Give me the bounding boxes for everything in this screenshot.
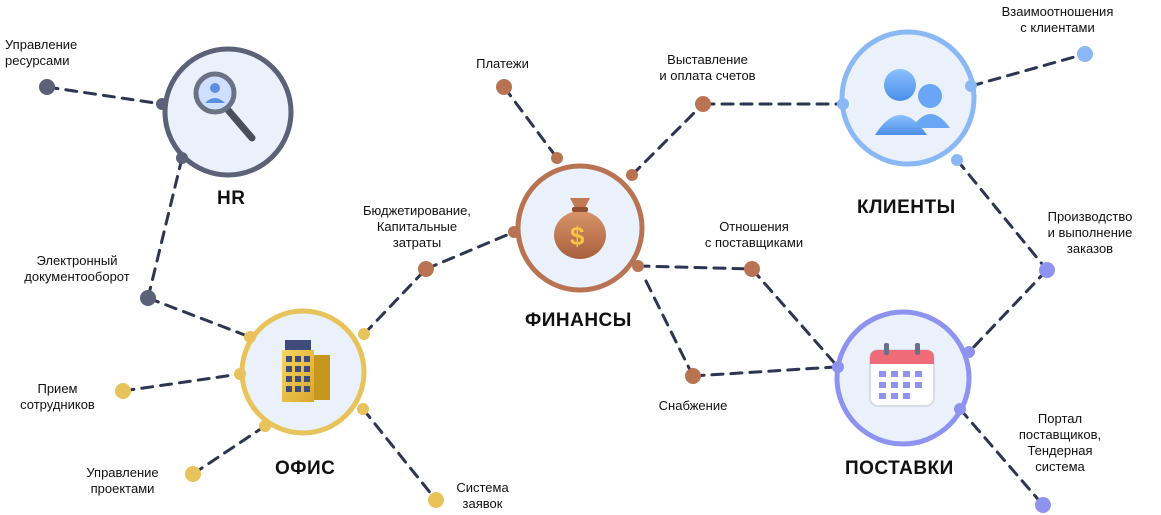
node-dot-requests xyxy=(428,492,444,508)
label-projects: Управление проектами xyxy=(86,465,159,496)
connector-finance-supplier-relations xyxy=(636,264,754,271)
connector-finance-procurement xyxy=(644,279,695,378)
label-edo: Электронный документооборот xyxy=(24,253,130,284)
connector-procurement-supply xyxy=(691,365,837,378)
svg-text:$: $ xyxy=(570,221,585,251)
connector-finance-invoicing xyxy=(630,102,705,177)
node-dot-production xyxy=(1039,262,1055,278)
hub-finance: $ xyxy=(515,163,645,293)
hub-office xyxy=(239,308,367,436)
connector-office-budgeting xyxy=(362,267,428,336)
node-dot-supplier-portal xyxy=(1035,497,1051,513)
label-supplier-portal: Портал поставщиков, Тендерная система xyxy=(1018,411,1102,474)
node-dot-budgeting xyxy=(418,261,434,277)
connector-hr-office xyxy=(146,156,184,300)
magnifier-person-icon xyxy=(193,71,256,142)
node-dot-projects xyxy=(185,466,201,482)
endpoint-nodes xyxy=(39,46,1093,513)
label-requests: Система заявок xyxy=(456,480,509,511)
connector-office-hiring xyxy=(121,372,242,393)
node-dot-invoicing xyxy=(695,96,711,112)
hub-label-office: ОФИС xyxy=(275,458,336,479)
connector-office-projects xyxy=(191,424,267,476)
label-procurement: Снабжение xyxy=(658,398,728,413)
hub-clients xyxy=(839,29,977,167)
node-dot-supplier-relations xyxy=(744,261,760,277)
connector-budgeting-finance xyxy=(424,230,516,271)
connector-hr-resources xyxy=(45,85,164,106)
node-dot-resource-mgmt xyxy=(39,79,55,95)
connector-supply-portal xyxy=(958,407,1045,507)
connector-clients-production xyxy=(955,158,1049,272)
office-building-icon xyxy=(282,340,330,402)
label-client-relations: Взаимоотношения с клиентами xyxy=(1001,4,1114,35)
connector-clients-relations xyxy=(969,52,1087,88)
hub-dots xyxy=(156,80,977,432)
label-payments: Платежи xyxy=(476,56,529,71)
connector-edo-office xyxy=(146,296,252,339)
money-bag-icon: $ xyxy=(554,198,606,259)
label-supplier-relations: Отношения с поставщиками xyxy=(704,219,804,250)
node-dot-procurement xyxy=(685,368,701,384)
people-icon xyxy=(875,69,950,135)
calendar-icon xyxy=(869,343,935,407)
hub-label-hr: HR xyxy=(217,188,246,209)
connector-payments-finance xyxy=(502,85,559,160)
node-dot-hiring xyxy=(115,383,131,399)
label-hiring: Прием сотрудников xyxy=(20,381,95,412)
hub-label-clients: КЛИЕНТЫ xyxy=(857,197,956,218)
connector-production-supply xyxy=(967,268,1049,354)
hub-supply xyxy=(834,309,972,447)
connectors xyxy=(45,52,1087,507)
node-dot-client-relations xyxy=(1077,46,1093,62)
label-budgeting: Бюджетирование, Капитальные затраты xyxy=(362,203,472,250)
hub-label-supply: ПОСТАВКИ xyxy=(845,458,954,479)
node-dot-payments xyxy=(496,79,512,95)
connector-supplier-relations-supply xyxy=(750,267,840,369)
label-invoicing: Выставление и оплата счетов xyxy=(659,52,756,83)
hub-hr xyxy=(162,46,294,178)
hub-label-finance: ФИНАНСЫ xyxy=(525,310,632,331)
label-production: Производство и выполнение заказов xyxy=(1047,209,1133,256)
connector-office-requests xyxy=(361,407,438,502)
label-resource-mgmt: Управление ресурсами xyxy=(5,37,78,68)
node-dot-edo xyxy=(140,290,156,306)
